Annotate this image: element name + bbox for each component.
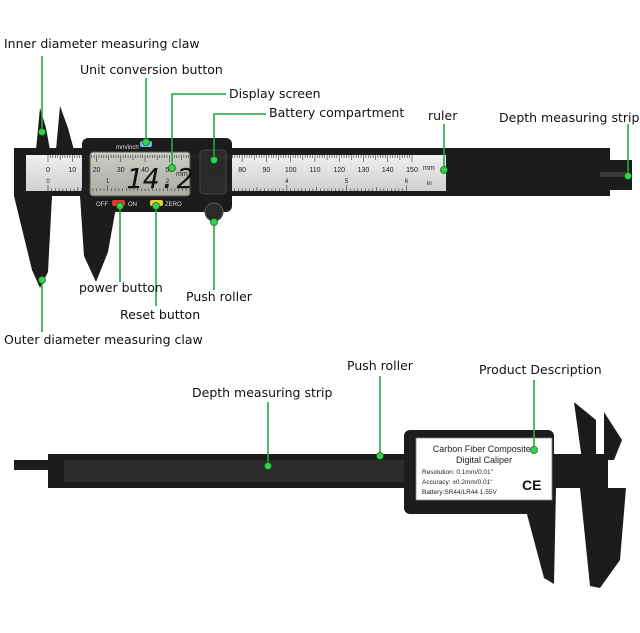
outer-claw-fixed <box>14 196 52 288</box>
callout-battery: Battery compartment <box>269 105 405 120</box>
in-tick-label: 6 <box>405 179 409 185</box>
lcd-screen <box>89 151 191 197</box>
mm-tick-label: 10 <box>68 167 76 174</box>
top-caliper: mm/inch 14.2 mm OFF ON ZERO 010203040506… <box>14 106 632 288</box>
in-label: in <box>427 181 432 187</box>
label-title-line2: Digital Caliper <box>456 455 512 465</box>
scale-ticks <box>47 155 413 191</box>
mm-tick-label: 40 <box>141 167 149 174</box>
depth-rod-bottom <box>14 460 54 470</box>
in-tick-label: 2 <box>166 179 170 185</box>
off-label: OFF <box>96 202 108 208</box>
label-title-line1: Carbon Fiber Composites <box>433 444 536 454</box>
dot-outer-claw <box>38 276 46 284</box>
dot-display <box>168 164 176 172</box>
in-tick-label: 0 <box>46 179 50 185</box>
brand-line2: DIGITAL CALIPER <box>450 178 521 188</box>
callout-push-roller-bottom: Push roller <box>347 358 413 373</box>
depth-rod-groove <box>600 172 630 177</box>
brand-line1: ELECTRONIC <box>454 167 509 177</box>
mm-tick-label: 20 <box>93 167 101 174</box>
in-tick-label: 5 <box>345 179 349 185</box>
dot-push-top <box>210 218 218 226</box>
label-battery: Battery:SR44/LR44 1.55V <box>422 489 497 496</box>
label-resolution: Resolution: 0.1mm/0.01" <box>422 469 494 476</box>
bottom-claw-upper <box>574 402 596 460</box>
label-accuracy: Accuracy: ±0.2mm/0.01" <box>422 479 493 486</box>
mm-tick-label: 70 <box>214 167 222 174</box>
callout-push-roller-top: Push roller <box>186 289 252 304</box>
mm-tick-label: 100 <box>285 167 297 174</box>
mm-tick-label: 90 <box>263 167 271 174</box>
mm-tick-label: 80 <box>238 167 246 174</box>
bottom-claw-lower-sliding <box>520 488 556 584</box>
dot-ruler <box>440 166 448 174</box>
mm-tick-label: 110 <box>309 167 320 174</box>
dot-inner-claw <box>38 128 46 136</box>
mm-tick-label: 150 <box>406 167 418 174</box>
callout-depth-top: Depth measuring strip <box>499 110 640 125</box>
lcd-unit-header: mm/inch <box>116 145 139 151</box>
dot-product <box>530 446 538 454</box>
mm-tick-label: 30 <box>117 167 125 174</box>
callout-ruler: ruler <box>428 108 458 123</box>
leader-dots <box>38 128 632 470</box>
callout-inner-claw: Inner diameter measuring claw <box>4 36 200 51</box>
callout-product-description: Product Description <box>479 362 602 377</box>
mm-tick-label: 120 <box>333 167 345 174</box>
dot-reset <box>152 202 160 210</box>
callout-depth-bottom: Depth measuring strip <box>192 385 333 400</box>
dot-battery <box>210 156 218 164</box>
bottom-beam-channel <box>64 460 404 482</box>
leader-lines <box>41 56 629 466</box>
callout-unit-button: Unit conversion button <box>80 62 223 77</box>
in-tick-label: 3 <box>225 179 229 185</box>
callout-outer-claw: Outer diameter measuring claw <box>4 332 203 347</box>
mm-label: mm <box>423 165 435 172</box>
product-label <box>415 437 553 501</box>
dot-unit-button <box>142 138 150 146</box>
in-tick-label: 4 <box>285 179 289 185</box>
zero-label: ZERO <box>165 202 182 208</box>
battery-compartment[interactable] <box>199 149 227 195</box>
mm-tick-label: 0 <box>46 167 50 174</box>
dot-depth-top <box>624 172 632 180</box>
bottom-claw-lower-fixed <box>580 488 626 588</box>
scale-in-numbers: 0 1 2 3 4 5 6 <box>46 179 408 185</box>
callout-display-screen: Display screen <box>229 86 321 101</box>
ce-mark: CE <box>522 477 541 493</box>
dot-power <box>116 202 124 210</box>
mm-tick-label: 140 <box>382 167 394 174</box>
inner-claw-sliding <box>56 106 74 150</box>
callout-power-button: power button <box>79 280 163 295</box>
dot-depth-bottom <box>264 462 272 470</box>
lcd-unit: mm <box>176 171 188 178</box>
in-tick-label: 1 <box>106 179 110 185</box>
leader-battery <box>213 113 266 160</box>
bottom-caliper: Carbon Fiber Composites Digital Caliper … <box>14 402 626 588</box>
leader-display <box>171 93 226 168</box>
bottom-claw-upper-2 <box>604 412 622 460</box>
mm-tick-label: 130 <box>358 167 370 174</box>
mm-tick-label: 60 <box>190 167 198 174</box>
on-label: ON <box>128 202 137 208</box>
outer-claw-sliding <box>80 196 118 282</box>
callout-reset-button: Reset button <box>120 307 201 322</box>
dot-push-bottom <box>376 452 384 460</box>
